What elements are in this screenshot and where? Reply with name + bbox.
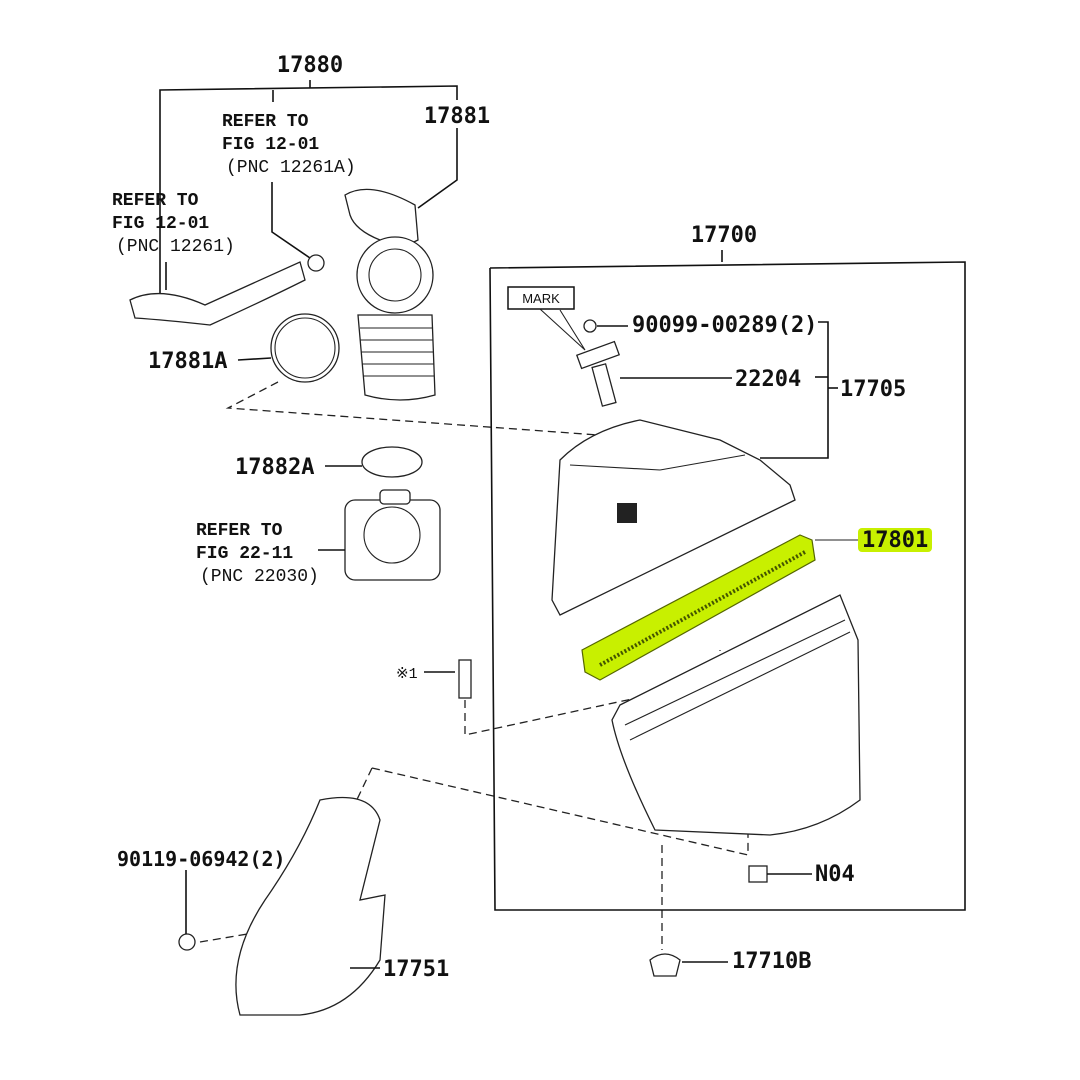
- ref-3-line3: (PNC 22030): [200, 567, 319, 587]
- mark-label: MARK: [522, 291, 560, 306]
- bracket-17880: [159, 80, 458, 300]
- ref-1-line1: REFER TO: [222, 112, 309, 132]
- grommet-17710b-drawing: [649, 953, 681, 977]
- hose-clamp-drawing: [307, 254, 325, 272]
- ref-3-line1: REFER TO: [196, 521, 283, 541]
- label-17705: 17705: [840, 377, 906, 402]
- label-17751: 17751: [383, 957, 449, 982]
- clamp-17882a-drawing: [361, 446, 423, 478]
- label-17710b: 17710B: [732, 949, 811, 974]
- label-17880: 17880: [277, 53, 343, 78]
- throttle-body-drawing: [318, 489, 441, 581]
- label-17881a: 17881A: [148, 349, 227, 374]
- ref-2-line3: (PNC 12261): [116, 237, 235, 257]
- ref-1-line3: (PNC 12261A): [226, 158, 356, 178]
- label-17882a: 17882A: [235, 455, 314, 480]
- ref-3-line2: FIG 22-11: [196, 544, 293, 564]
- label-17700: 17700: [691, 223, 757, 248]
- label-90099-00289: 90099-00289(2): [632, 313, 817, 338]
- vacuum-hose-drawing: [129, 261, 306, 326]
- assembly-box-17700: [489, 250, 966, 911]
- label-n04: N04: [815, 862, 855, 887]
- label-90119-06942: 90119-06942(2): [117, 847, 286, 871]
- nut-n04-drawing: [748, 865, 768, 883]
- label-17801: 17801: [862, 528, 928, 553]
- note-1: ※1: [396, 666, 418, 683]
- air-cleaner-cap-drawing: [551, 419, 796, 616]
- bolt-drawing: [458, 659, 472, 699]
- label-17881: 17881: [424, 104, 490, 129]
- air-cleaner-hose-drawing: [344, 188, 436, 401]
- assembly-dashed-line: [225, 381, 599, 436]
- air-filter-element-drawing: [581, 534, 860, 681]
- label-22204: 22204: [735, 367, 801, 392]
- ref-2-line1: REFER TO: [112, 191, 199, 211]
- airflow-sensor-drawing: [575, 319, 732, 407]
- clamp-17881a-drawing: [270, 313, 340, 383]
- part-17801-highlight: [858, 528, 932, 552]
- ref-2-line2: FIG 12-01: [112, 214, 209, 234]
- air-cleaner-case-drawing: [611, 594, 861, 836]
- clip-90119-drawing: [178, 933, 196, 951]
- mark-callout-box: [507, 286, 575, 310]
- air-inlet-duct-drawing: [235, 796, 386, 1016]
- ref-1-line2: FIG 12-01: [222, 135, 319, 155]
